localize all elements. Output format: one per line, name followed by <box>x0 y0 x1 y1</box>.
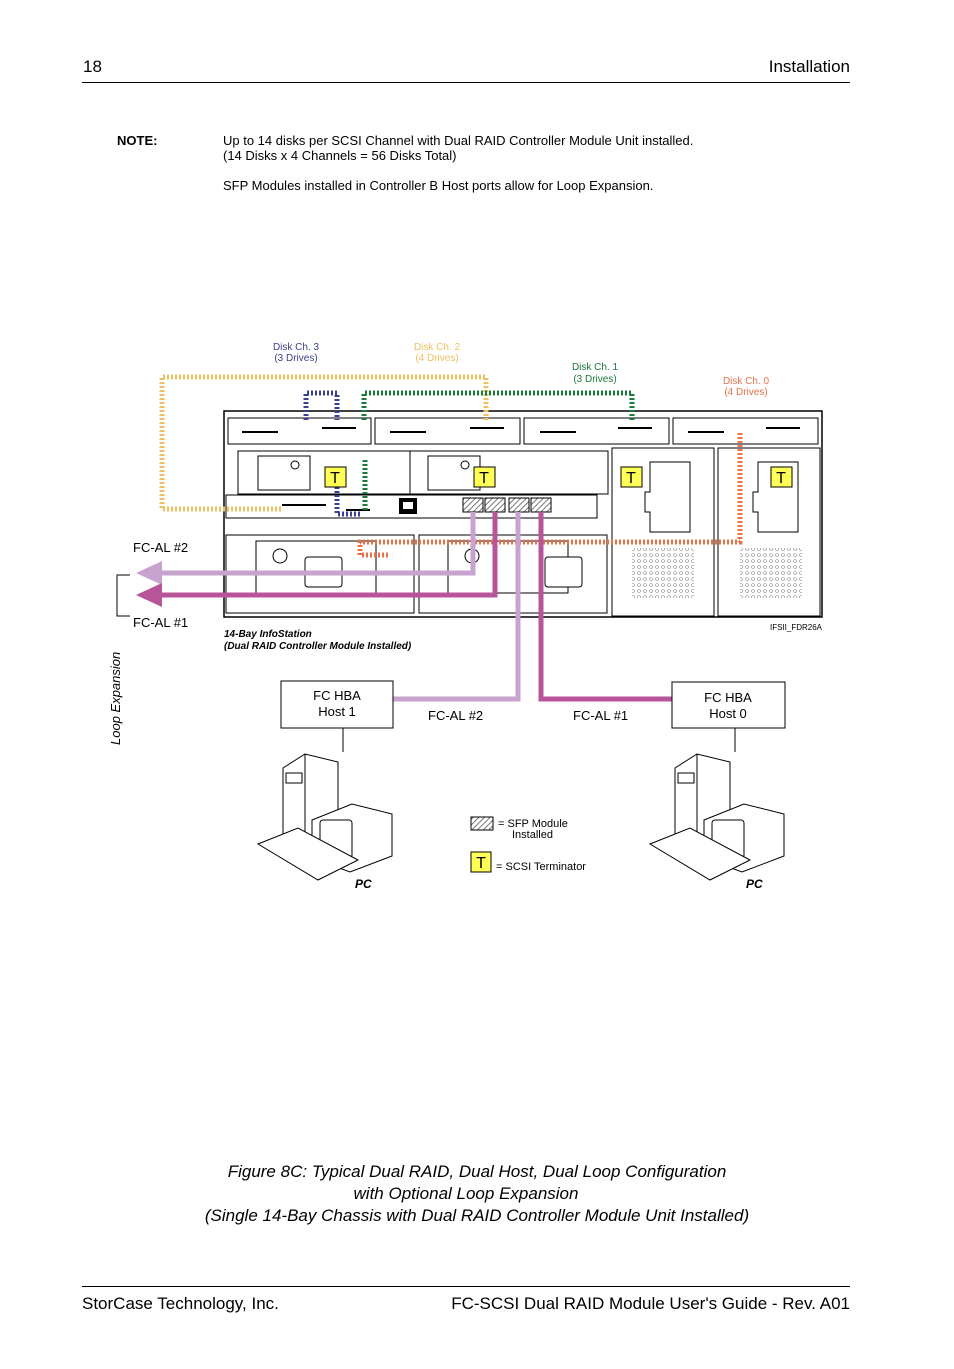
header-rule <box>82 82 850 83</box>
fcal2-mid-label: FC-AL #2 <box>428 708 483 723</box>
pc-icon <box>648 753 785 881</box>
disk-ch3-label: Disk Ch. 3 <box>273 342 320 353</box>
footer-rule <box>82 1286 850 1287</box>
note-label: NOTE: <box>117 133 158 148</box>
legend-sfp-line2: Installed <box>512 829 553 841</box>
note-line2: (14 Disks x 4 Channels = 56 Disks Total) <box>223 148 457 163</box>
disk-ch2-label: Disk Ch. 2 <box>414 342 461 353</box>
fcal1-left-label: FC-AL #1 <box>133 615 188 630</box>
host0-line2: Host 0 <box>709 706 747 721</box>
host1-line1: FC HBA <box>313 688 361 703</box>
terminator-legend-swatch <box>470 851 492 873</box>
terminator-t: T <box>479 470 489 487</box>
loop-expansion-label: Loop Expansion <box>108 652 123 745</box>
note-line1: Up to 14 disks per SCSI Channel with Dua… <box>223 133 694 148</box>
figure-id: IFSII_FDR26A <box>770 623 823 632</box>
footer-company: StorCase Technology, Inc. <box>82 1294 279 1313</box>
pc-icon <box>256 753 393 881</box>
disk-ch0-drives: (4 Drives) <box>724 387 767 398</box>
host0-line1: FC HBA <box>704 690 752 705</box>
caption-line2: with Optional Loop Expansion <box>353 1184 579 1203</box>
disk-ch2-drives: (4 Drives) <box>415 353 458 364</box>
scsi-terminators: T T T T <box>324 466 793 488</box>
fcal1-mid-label: FC-AL #1 <box>573 708 628 723</box>
disk-ch3-drives: (3 Drives) <box>274 353 317 364</box>
page-number: 18 <box>83 57 102 76</box>
caption-line1: Figure 8C: Typical Dual RAID, Dual Host,… <box>227 1162 727 1181</box>
fcal2-left-label: FC-AL #2 <box>133 540 188 555</box>
host1-line2: Host 1 <box>318 704 356 719</box>
chassis-name: 14-Bay InfoStation <box>224 629 312 640</box>
legend-sfp-line1: = SFP Module <box>498 818 568 830</box>
caption-line3: (Single 14-Bay Chassis with Dual RAID Co… <box>204 1206 750 1225</box>
terminator-t: T <box>626 470 636 487</box>
disk-ch1-drives: (3 Drives) <box>573 374 616 385</box>
section-title: Installation <box>768 57 850 76</box>
legend-term: = SCSI Terminator <box>496 861 586 873</box>
pc-left-label: PC <box>355 877 372 891</box>
disk-ch0-label: Disk Ch. 0 <box>723 376 770 387</box>
terminator-t: T <box>330 470 340 487</box>
pc-right-label: PC <box>746 877 763 891</box>
terminator-t: T <box>776 470 786 487</box>
infostation-chassis <box>223 410 823 618</box>
note-line3: SFP Modules installed in Controller B Ho… <box>223 178 654 193</box>
disk-ch1-label: Disk Ch. 1 <box>572 362 619 373</box>
footer-doc-title: FC-SCSI Dual RAID Module User's Guide - … <box>451 1294 850 1313</box>
chassis-desc: (Dual RAID Controller Module Installed) <box>224 641 412 652</box>
sfp-legend-swatch <box>470 816 494 831</box>
terminator-legend-t: T <box>476 855 486 872</box>
